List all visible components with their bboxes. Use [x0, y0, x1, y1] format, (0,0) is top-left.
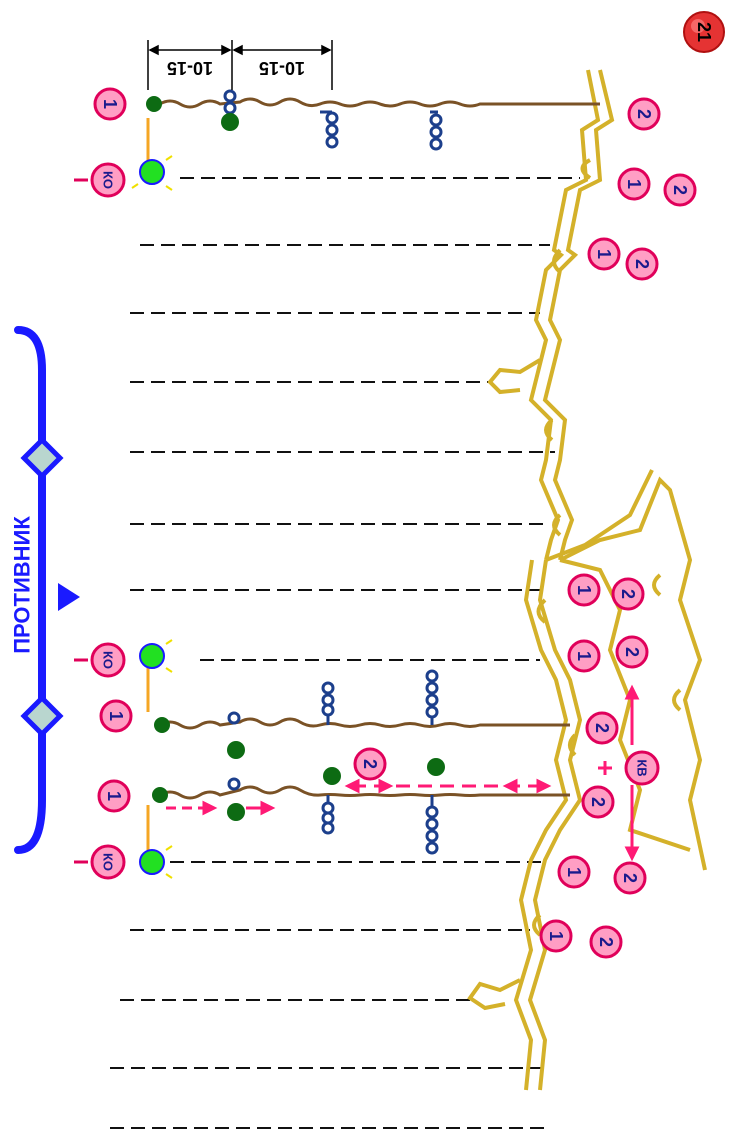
- unit-marker-second: 2: [585, 711, 619, 745]
- page-badge: 21: [683, 11, 725, 53]
- enemy-bracket: [14, 326, 46, 854]
- unit-marker-label: 2: [360, 759, 380, 769]
- unit-marker-second: 2: [611, 577, 645, 611]
- unit-marker-second: 2: [353, 747, 387, 781]
- chain-low-3: [425, 795, 439, 855]
- unit-marker-first: 1: [567, 573, 601, 607]
- unit-marker-label: КО: [101, 171, 116, 189]
- observer-post-low: [74, 805, 173, 879]
- movement-arrows: [166, 684, 640, 862]
- page-badge-number: 21: [694, 22, 714, 42]
- unit-marker-second: 2: [581, 785, 615, 819]
- observer-posts: [74, 118, 173, 879]
- unit-marker-label: 1: [564, 867, 584, 877]
- observer-post-mid: [74, 639, 173, 712]
- unit-marker-label: 2: [596, 937, 616, 947]
- trench-line: [467, 69, 707, 1091]
- unit-marker-observer: КО: [90, 642, 126, 678]
- mines: [146, 96, 445, 821]
- enemy-label: ПРОТИВНИК: [10, 516, 35, 654]
- chain-low-2: [321, 795, 335, 835]
- wire-obstacles: [159, 97, 600, 800]
- unit-marker-label: 2: [634, 109, 654, 119]
- distance-label-2: 10-15: [259, 58, 305, 78]
- unit-marker-first: 1: [97, 779, 131, 813]
- unit-marker-label: 1: [100, 99, 120, 109]
- unit-marker-observer: КО: [90, 844, 126, 880]
- unit-marker-label: 2: [592, 723, 612, 733]
- unit-marker-first: 1: [557, 855, 591, 889]
- unit-marker-label: 2: [622, 647, 642, 657]
- unit-marker-first: 1: [617, 167, 651, 201]
- unit-marker-first: 1: [567, 639, 601, 673]
- unit-marker-label: 2: [620, 873, 640, 883]
- unit-marker-second: 2: [625, 247, 659, 281]
- unit-marker-label: КО: [101, 853, 116, 871]
- chain-top-2: [320, 110, 339, 149]
- observer-post-top: [74, 118, 173, 191]
- unit-marker-first: 1: [539, 919, 573, 953]
- enemy-bracket-markers: [20, 436, 80, 738]
- unit-marker-label: 2: [618, 589, 638, 599]
- chain-mid-1: [227, 711, 241, 725]
- chain-mid-3: [425, 669, 439, 725]
- unit-marker-commander: КВ: [624, 750, 660, 786]
- unit-marker-label: 1: [104, 791, 124, 801]
- chain-top-3: [429, 110, 443, 151]
- phase-lines: [110, 177, 580, 1129]
- unit-marker-label: 1: [574, 585, 594, 595]
- chain-mid-2: [321, 681, 335, 725]
- unit-marker-second: 2: [627, 97, 661, 131]
- unit-marker-second: 2: [613, 861, 647, 895]
- unit-marker-label: 1: [574, 651, 594, 661]
- unit-marker-label: 2: [670, 185, 690, 195]
- unit-marker-label: 1: [546, 931, 566, 941]
- unit-marker-first: 1: [587, 237, 621, 271]
- unit-marker-second: 2: [615, 635, 649, 669]
- distance-label-1: 10-15: [167, 58, 213, 78]
- unit-marker-label: 1: [106, 711, 126, 721]
- unit-marker-label: КВ: [635, 759, 650, 776]
- dimension-lines: [147, 40, 333, 90]
- chain-low-1: [227, 777, 241, 791]
- unit-marker-label: КО: [101, 651, 116, 669]
- unit-marker-label: 2: [632, 259, 652, 269]
- chain-obstacles: [223, 89, 443, 855]
- unit-marker-second: 2: [663, 173, 697, 207]
- unit-marker-label: 1: [594, 249, 614, 259]
- unit-marker-observer: КО: [90, 162, 126, 198]
- unit-marker-first: 1: [93, 87, 127, 121]
- unit-marker-first: 1: [99, 699, 133, 733]
- unit-marker-label: 1: [624, 179, 644, 189]
- unit-marker-second: 2: [589, 925, 623, 959]
- unit-marker-label: 2: [588, 797, 608, 807]
